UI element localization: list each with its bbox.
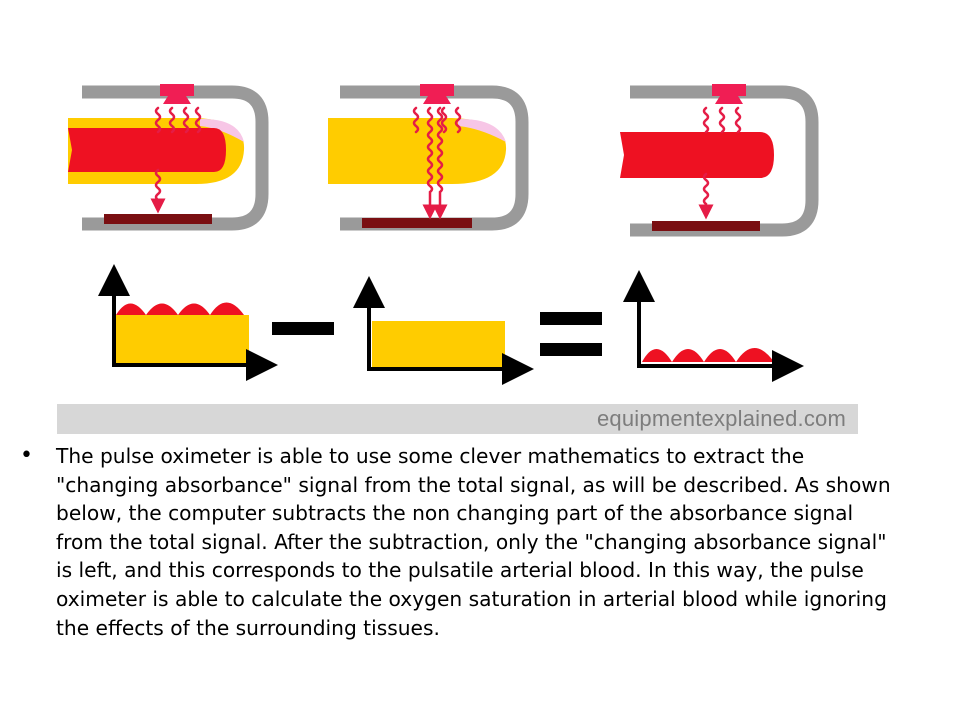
pulse-oximeter-diagram xyxy=(68,84,819,385)
credit-bar: equipmentexplained.com xyxy=(57,404,858,434)
light-rays xyxy=(412,106,462,220)
light-detector xyxy=(652,221,760,231)
light-emitter xyxy=(420,84,454,96)
graph-total-signal xyxy=(98,264,278,381)
light-detector xyxy=(362,218,472,228)
bullet-symbol: • xyxy=(20,443,33,468)
fingernail xyxy=(458,118,506,142)
bullet-item: • The pulse oximeter is able to use some… xyxy=(20,442,900,642)
equals-operator xyxy=(540,312,602,356)
clip-frame xyxy=(630,85,819,237)
bump xyxy=(116,303,146,315)
light-emitter xyxy=(160,84,194,96)
tissue-finger xyxy=(328,118,507,184)
light-detector xyxy=(104,214,212,224)
finger-clip-panel-3 xyxy=(620,84,819,237)
bump xyxy=(672,349,704,362)
bullet-text: The pulse oximeter is able to use some c… xyxy=(56,444,891,640)
clip-frame xyxy=(340,85,529,231)
graph-constant-signal xyxy=(353,276,534,385)
source-credit: equipmentexplained.com xyxy=(597,406,846,431)
finger-clip-panel-2 xyxy=(328,84,529,231)
constant-block xyxy=(116,315,249,363)
light-emitter xyxy=(712,84,746,96)
bump xyxy=(178,303,210,315)
bump xyxy=(642,349,672,362)
artery xyxy=(620,132,774,178)
bump xyxy=(210,302,244,315)
graph-changing-signal xyxy=(623,270,804,382)
light-rays xyxy=(150,106,202,214)
finger-clip-panel-1 xyxy=(68,84,269,231)
bump xyxy=(146,303,178,315)
bump xyxy=(704,349,736,362)
minus-operator xyxy=(272,322,334,335)
light-rays xyxy=(698,106,742,220)
fingernail xyxy=(200,118,244,142)
artery xyxy=(68,128,226,172)
constant-block xyxy=(372,321,505,367)
clip-frame xyxy=(82,85,269,231)
bump xyxy=(736,348,774,362)
